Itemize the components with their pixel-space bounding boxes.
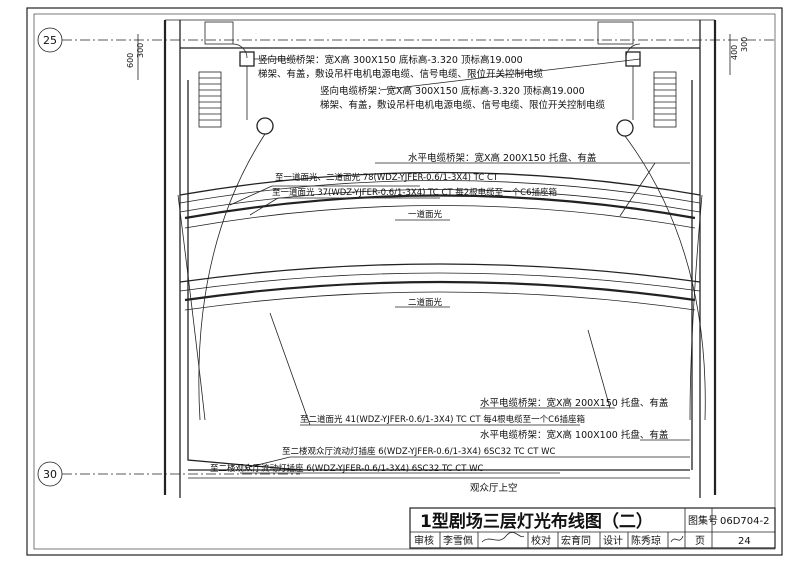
dim-right-b: 300 bbox=[740, 37, 749, 52]
label-first-light: 一道面光 bbox=[408, 209, 443, 220]
stair-left-treads bbox=[199, 77, 221, 121]
hall-arc-right-2 bbox=[689, 194, 703, 421]
reviewer-name: 李雪佩 bbox=[443, 534, 473, 547]
atlas-no: 06D704-2 bbox=[720, 516, 769, 527]
hall-arc-left bbox=[198, 133, 266, 421]
dim-left-a: 600 bbox=[126, 53, 135, 68]
page-label: 页 bbox=[695, 535, 705, 547]
inner-border bbox=[33, 13, 776, 550]
title-block bbox=[409, 507, 776, 549]
dim-left-b: 300 bbox=[136, 43, 145, 58]
bridge-1-tray bbox=[184, 194, 696, 220]
door-left bbox=[232, 43, 248, 59]
design-label: 设计 bbox=[603, 534, 623, 547]
bridge-1-lower bbox=[184, 205, 696, 229]
bridge-2-inner bbox=[179, 272, 701, 292]
grid-label-25: 25 bbox=[43, 34, 57, 47]
page-number: 24 bbox=[738, 536, 751, 547]
grid-bubble-25 bbox=[37, 27, 63, 53]
note-vertical-tray-1-l1: 竖向电缆桥架：宽X高 300X150 底标高-3.320 顶标高19.000 bbox=[258, 54, 523, 66]
cable-route-down-left bbox=[187, 80, 301, 471]
shaft-right bbox=[597, 21, 634, 45]
stair-right-treads bbox=[654, 77, 676, 121]
note-circuit-2: 至一道面光 37(WDZ-YJFER-0.6/1-3X4) TC CT 每2根电… bbox=[272, 187, 558, 198]
note-vertical-tray-2-l1: 竖向电缆桥架：宽X高 300X150 底标高-3.320 顶标高19.000 bbox=[320, 85, 585, 97]
label-auditorium-void: 观众厅上空 bbox=[470, 482, 518, 494]
hall-arc-left-2 bbox=[177, 194, 206, 421]
sheet-border bbox=[26, 7, 783, 556]
grid-label-30: 30 bbox=[43, 468, 57, 481]
bridge-1-outer bbox=[179, 171, 701, 196]
bridge-2-outer bbox=[179, 263, 701, 283]
catwalk-node-left bbox=[256, 117, 274, 135]
bridge-1-inner bbox=[179, 180, 701, 204]
designer-signature bbox=[670, 535, 684, 543]
dim-right-a: 400 bbox=[730, 45, 739, 60]
grid-bubble-30 bbox=[37, 461, 63, 487]
designer-name: 陈秀琼 bbox=[631, 534, 661, 547]
reviewer-signature bbox=[481, 531, 525, 543]
shaft-left bbox=[204, 21, 234, 45]
catwalk-node-right bbox=[616, 119, 634, 137]
note-circuit-1: 至一道面光、二道面光 78(WDZ-YJFER-0.6/1-3X4) TC CT bbox=[275, 172, 499, 183]
note-circuit-4: 至二楼观众厅流动灯插座 6(WDZ-YJFER-0.6/1-3X4) 6SC32… bbox=[282, 446, 556, 457]
vertical-tray-left bbox=[239, 51, 255, 67]
stair-left bbox=[198, 71, 222, 128]
note-horizontal-tray-small: 水平电缆桥架：宽X高 100X100 托盘、有盖 bbox=[480, 429, 669, 441]
note-horizontal-tray-mid: 水平电缆桥架：宽X高 200X150 托盘、有盖 bbox=[480, 397, 669, 409]
check-label: 校对 bbox=[531, 534, 551, 547]
note-vertical-tray-1-l2: 梯架、有盖，敷设吊杆电机电源电缆、信号电缆、限位开关控制电缆 bbox=[258, 68, 544, 80]
note-horizontal-tray-top: 水平电缆桥架：宽X高 200X150 托盘、有盖 bbox=[408, 152, 597, 164]
bridge-2-tray bbox=[184, 280, 696, 302]
leader-lines bbox=[229, 58, 690, 474]
review-label: 审核 bbox=[414, 534, 434, 547]
note-circuit-3: 至二道面光 41(WDZ-YJFER-0.6/1-3X4) TC CT 每4根电… bbox=[300, 414, 586, 425]
bridge-2-lower bbox=[184, 291, 696, 311]
label-second-light: 二道面光 bbox=[408, 297, 443, 308]
note-circuit-5: 至二楼观众厅流动灯插座 6(WDZ-YJFER-0.6/1-3X4) 6SC32… bbox=[210, 463, 484, 474]
note-vertical-tray-2-l2: 梯架、有盖，敷设吊杆电机电源电缆、信号电缆、限位开关控制电缆 bbox=[320, 99, 606, 111]
atlas-no-label: 图集号 bbox=[688, 514, 718, 527]
bridge-1-rail bbox=[179, 189, 701, 213]
drawing-title: 1型剧场三层灯光布线图（二） bbox=[420, 511, 653, 532]
checker-name: 宏育同 bbox=[561, 534, 591, 547]
door-right bbox=[625, 43, 641, 59]
hall-arc-right bbox=[624, 135, 706, 421]
stair-right bbox=[653, 71, 677, 128]
